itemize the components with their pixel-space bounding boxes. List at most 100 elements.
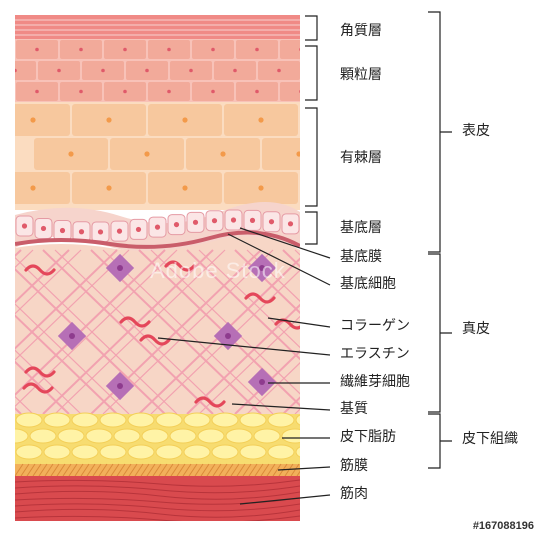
fat-cell: [141, 428, 169, 444]
leader-elastin: [157, 337, 331, 356]
elastin-fiber: [119, 316, 151, 328]
fat-cell: [267, 412, 295, 428]
granular-nucleus: [255, 47, 259, 52]
spinous-nucleus: [220, 151, 226, 157]
spinous-nucleus: [182, 185, 188, 191]
collagen-fiber: [246, 362, 300, 415]
fascia-hatch: [104, 463, 114, 477]
fascia-hatch: [218, 463, 228, 477]
fat-cell: [295, 446, 300, 458]
spinous-nucleus: [106, 185, 112, 191]
fat-cell: [113, 428, 141, 444]
fat-cell: [43, 444, 71, 460]
label-kitei-maku: 基底膜: [340, 249, 382, 265]
fat-cell: [239, 444, 267, 460]
fat-cell: [71, 412, 99, 428]
fibroblast-nucleus: [259, 265, 265, 271]
granular-nucleus: [167, 89, 171, 94]
fascia-hatch: [26, 463, 36, 477]
fat-cell: [155, 444, 183, 460]
fibroblast-nucleus: [259, 379, 265, 385]
fascia-hatch: [266, 463, 276, 477]
label-hika-soshiki: 皮下組織: [462, 431, 518, 447]
fat-cell: [99, 412, 127, 428]
fascia-hatch: [122, 463, 132, 477]
fascia-hatch: [296, 470, 300, 477]
granular-nucleus: [123, 47, 127, 52]
leader-kinniku: [239, 494, 331, 505]
basal-nucleus: [21, 223, 28, 229]
elastin-fiber: [194, 396, 226, 408]
bracket-kitei-sou: [305, 211, 318, 245]
fat-cell: [99, 444, 127, 460]
spinous-nucleus: [258, 185, 264, 191]
muscle-fiber: [15, 508, 300, 518]
fascia-hatch: [230, 463, 240, 477]
collagen-fiber: [42, 249, 214, 415]
elastin-fiber: [164, 260, 196, 272]
label-yuukyoku: 有棘層: [340, 150, 382, 166]
label-karyuu: 顆粒層: [340, 67, 382, 83]
granular-nucleus: [299, 90, 300, 93]
fascia-hatch: [200, 463, 210, 477]
fat-cell: [267, 444, 295, 460]
fascia-hatch: [15, 463, 24, 477]
fascia-hatch: [92, 463, 102, 477]
granular-nucleus: [35, 89, 39, 94]
leader-collagen: [267, 317, 331, 328]
fascia-hatch: [86, 463, 96, 477]
fibroblast-nucleus: [117, 265, 123, 271]
leader-kinmaku: [277, 466, 331, 471]
fat-cell: [253, 428, 281, 444]
fascia-hatch: [44, 463, 54, 477]
fat-cell: [239, 412, 267, 428]
granular-nucleus: [123, 89, 127, 94]
basal-nucleus: [59, 227, 66, 234]
watermark: Adobe Stock: [150, 258, 286, 283]
label-fibroblast: 繊維芽細胞: [340, 374, 410, 390]
granular-nucleus: [211, 89, 215, 94]
muscle-fiber: [15, 515, 300, 521]
label-elastin: エラスチン: [340, 346, 410, 362]
granular-nucleus: [79, 89, 83, 94]
granular-nucleus: [145, 68, 149, 73]
granular-cell: [280, 82, 300, 101]
spinous-nucleus: [334, 185, 339, 190]
fascia-hatch: [182, 463, 192, 477]
muscle-fiber: [15, 479, 300, 487]
leader-lines: [157, 227, 331, 505]
bracket-yuukyoku: [305, 107, 318, 207]
fat-cell: [169, 428, 197, 444]
fascia-hatch: [128, 463, 138, 477]
basal-nucleus: [40, 225, 47, 232]
fascia-hatch: [194, 463, 204, 477]
fascia-hatch: [224, 463, 234, 477]
fat-cell: [71, 444, 99, 460]
basal-nucleus: [135, 226, 142, 233]
granular-nucleus: [189, 68, 193, 73]
elastin-fiber: [244, 292, 276, 304]
muscle-fiber: [15, 503, 300, 512]
granular-cell: [15, 61, 36, 80]
collagen-fiber: [54, 249, 226, 415]
fat-cell: [197, 428, 225, 444]
label-hika-shibou: 皮下脂肪: [340, 429, 396, 445]
label-kinniku: 筋肉: [340, 486, 368, 502]
fat-cell: [295, 414, 300, 426]
fat-cell: [155, 412, 183, 428]
spinous-nucleus: [30, 117, 36, 123]
brackets: [305, 11, 452, 469]
fascia-hatch: [62, 463, 72, 477]
fascia-hatch: [74, 463, 84, 477]
fascia-hatch: [134, 463, 144, 477]
label-kitei-saibou: 基底細胞: [340, 276, 396, 292]
basal-nucleus: [249, 217, 256, 223]
basal-nucleus: [211, 218, 218, 224]
collagen-fiber: [15, 249, 118, 350]
fat-cell: [85, 428, 113, 444]
spinous-nucleus: [182, 117, 188, 123]
basal-nucleus: [287, 221, 294, 227]
fascia-hatch: [260, 463, 270, 477]
granular-nucleus: [299, 48, 300, 51]
